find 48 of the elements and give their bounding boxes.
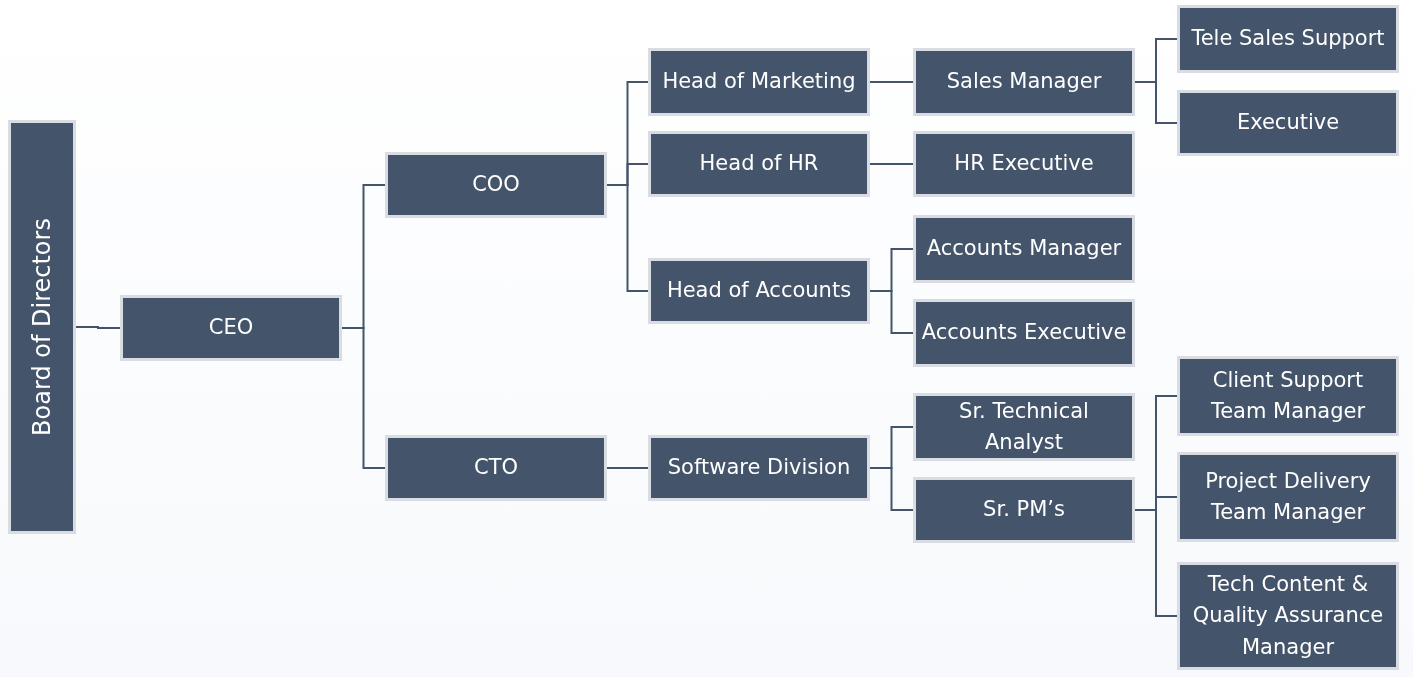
role-label: Board of Directors	[27, 218, 57, 436]
org-box	[913, 48, 1135, 116]
role-label: Head of HR	[699, 150, 819, 178]
org-box	[648, 435, 870, 501]
org-box	[1177, 5, 1399, 73]
org-box	[8, 120, 76, 534]
org-box	[1177, 562, 1399, 670]
org-box	[1177, 356, 1399, 436]
role-label: Sr. PM’s	[983, 496, 1065, 524]
role-label: Head of Accounts	[666, 277, 852, 305]
org-box	[648, 48, 870, 116]
role-label: Sr. Technical Analyst	[958, 397, 1090, 456]
connector-line	[869, 290, 914, 334]
role-label: Client Support Team Manager	[1209, 366, 1367, 425]
org-box	[913, 477, 1135, 543]
role-label: Tele Sales Support	[1191, 25, 1385, 53]
connector-line	[869, 467, 914, 511]
org-box	[648, 131, 870, 197]
role-label: Executive	[1236, 109, 1340, 137]
role-label: Sales Manager	[946, 68, 1102, 96]
connector-line	[1134, 509, 1178, 617]
role-label: Accounts Manager	[926, 235, 1122, 263]
role-label: Accounts Executive	[921, 319, 1127, 347]
org-box	[385, 152, 607, 218]
connector-line	[869, 163, 914, 165]
org-box	[120, 295, 342, 361]
org-box	[913, 215, 1135, 283]
connector-line	[869, 81, 914, 83]
role-label: Head of Marketing	[662, 68, 856, 96]
connector-line	[606, 467, 649, 469]
org-box	[913, 299, 1135, 367]
role-label: CTO	[474, 454, 518, 482]
org-box	[385, 435, 607, 501]
org-box	[648, 258, 870, 324]
connector-line	[341, 327, 386, 469]
org-box	[913, 131, 1135, 197]
org-box	[1177, 452, 1399, 542]
role-label: Software Division	[667, 454, 851, 482]
connector-line	[606, 184, 649, 292]
role-label: COO	[472, 171, 520, 199]
connector-line	[75, 326, 121, 329]
role-label: HR Executive	[954, 150, 1094, 178]
connector-line	[1134, 81, 1178, 124]
org-box	[1177, 90, 1399, 156]
role-label: Project Delivery Team Manager	[1204, 467, 1372, 526]
role-label: CEO	[208, 314, 254, 342]
role-label: Tech Content & Quality Assurance Manager	[1191, 570, 1385, 661]
org-box	[913, 393, 1135, 461]
